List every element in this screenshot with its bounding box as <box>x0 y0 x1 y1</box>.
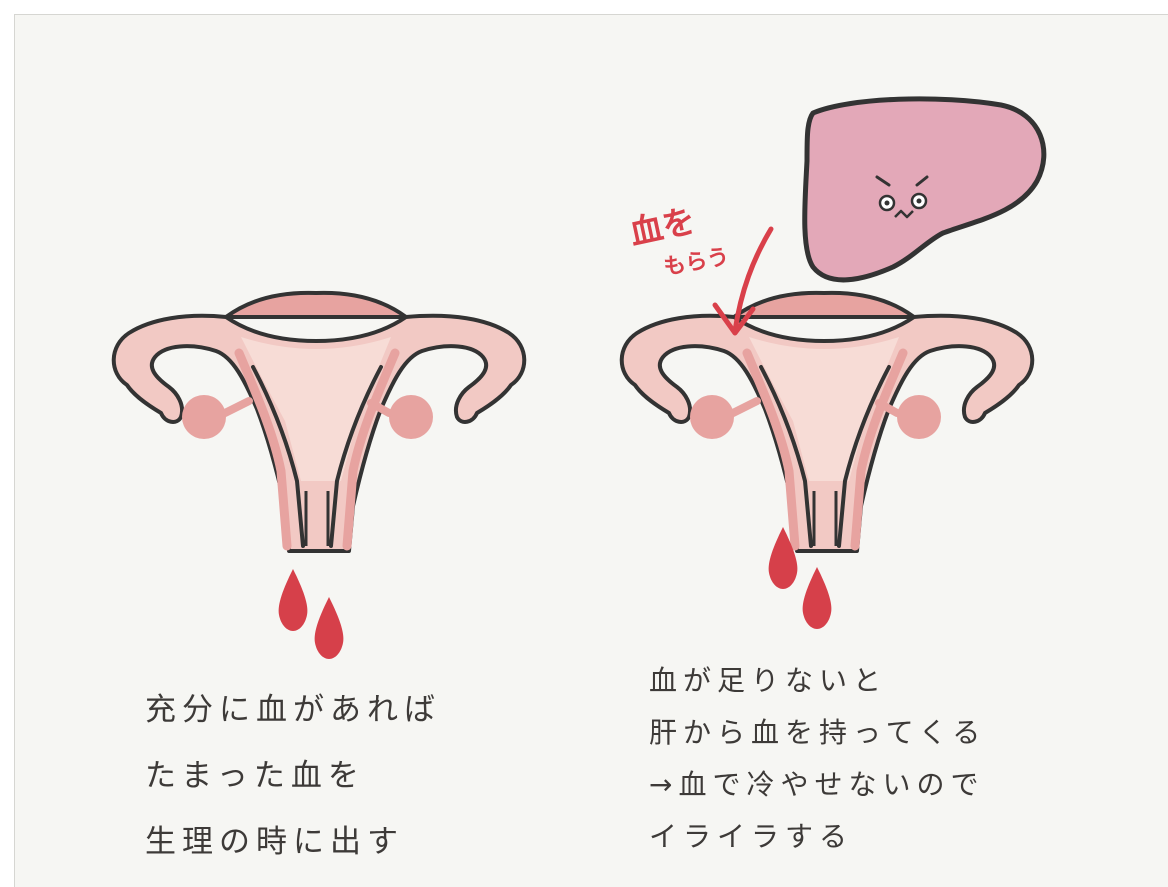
left-caption: 充分に血があれば たまった血を 生理の時に出す <box>145 677 441 875</box>
right-caption: 血が足りないと 肝から血を持ってくる →血で冷やせないので イライラする <box>649 655 986 863</box>
right-caption-line: 肝から血を持ってくる <box>649 707 986 759</box>
right-caption-line: →血で冷やせないので <box>649 759 986 811</box>
blood-drop-icon <box>279 569 344 659</box>
liver-character-icon <box>805 99 1044 280</box>
uterus-illustration-right <box>622 293 1033 551</box>
left-caption-line: 生理の時に出す <box>145 809 441 875</box>
uterus-illustration-left <box>114 293 525 551</box>
left-caption-line: 充分に血があれば <box>145 677 441 743</box>
right-caption-line: イライラする <box>649 811 986 863</box>
left-caption-line: たまった血を <box>145 743 441 809</box>
right-caption-line: 血が足りないと <box>649 655 986 707</box>
illustration-card: 血を もらう 充分に血があれば たまった血を 生理の時に出す 血が足りないと 肝… <box>14 14 1168 887</box>
